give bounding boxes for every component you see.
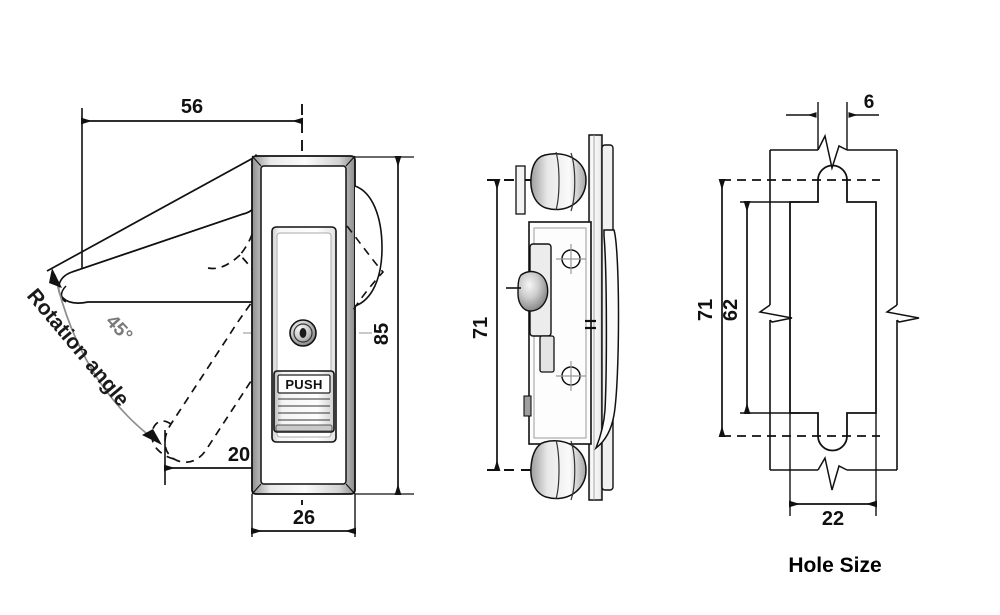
handle-open-outline <box>57 154 257 305</box>
lock-body-front: PUSH <box>251 155 383 495</box>
front-view: 56 Rotation angle 45° <box>22 96 414 537</box>
dim-hole-6-label: 6 <box>864 92 875 113</box>
dim-hole-62: 62 <box>720 201 751 414</box>
side-view: 71 <box>470 134 620 501</box>
side-cam-bottom <box>530 439 587 501</box>
dim-hole-62-label: 62 <box>720 299 742 321</box>
dim-56-label: 56 <box>181 96 203 118</box>
rotation-angle-value: 45° <box>101 311 136 346</box>
side-seam-marks <box>585 319 596 330</box>
break-symbol-bottom <box>817 455 848 491</box>
push-button[interactable]: PUSH <box>273 370 335 433</box>
push-button-label: PUSH <box>285 377 322 392</box>
dim-85: 85 <box>371 156 402 495</box>
side-housing-nub <box>523 395 532 417</box>
side-latch-tail <box>594 229 620 451</box>
hole-cutout-profile <box>789 164 877 452</box>
dim-56: 56 <box>81 96 303 125</box>
side-screw-lower <box>556 361 586 391</box>
front-cam-dashed <box>346 225 385 313</box>
side-pin-top <box>515 165 526 215</box>
break-symbol-left <box>758 304 793 323</box>
break-symbol-top <box>817 133 848 171</box>
dim-hole-22-label: 22 <box>822 508 844 530</box>
dim-20-label: 20 <box>228 444 250 466</box>
side-cam-top <box>530 151 587 212</box>
hole-size-caption: Hole Size <box>788 554 881 577</box>
push-button-ribs <box>278 398 330 421</box>
lock-cylinder <box>289 319 317 347</box>
dim-hole-71-label: 71 <box>695 299 717 321</box>
dim-26-label: 26 <box>293 507 315 529</box>
rotation-arrow-top <box>49 268 62 288</box>
side-screw-upper <box>556 244 586 274</box>
dim-hole-22: 22 <box>789 500 877 530</box>
dim-hole-6: 6 <box>786 92 879 118</box>
dim-side-71: 71 <box>470 179 501 471</box>
dim-side-71-label: 71 <box>470 317 492 339</box>
dim-85-label: 85 <box>371 323 393 345</box>
side-lock-barrel <box>506 243 555 373</box>
hole-outer-rect <box>769 149 898 471</box>
hole-size-view: 71 62 6 <box>695 92 920 577</box>
handle-leading-edge <box>46 156 256 272</box>
dim-hole-71: 71 <box>695 179 726 437</box>
dim-26: 26 <box>251 507 356 535</box>
handle-rotated-dashed-outline <box>150 164 267 463</box>
front-cam-right <box>354 185 383 307</box>
break-symbol-right <box>885 304 920 323</box>
rotation-arc <box>54 274 156 441</box>
